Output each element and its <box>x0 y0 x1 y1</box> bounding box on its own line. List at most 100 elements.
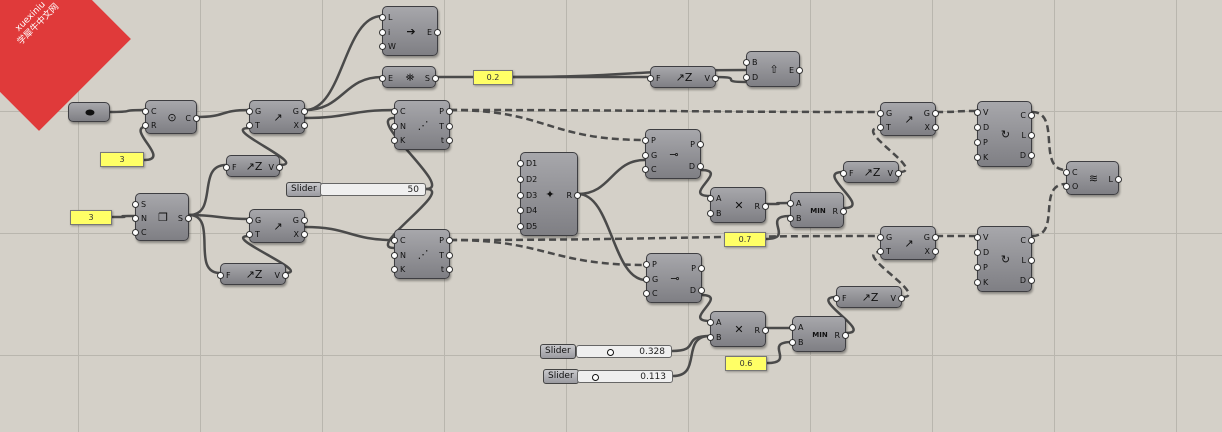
input-port-k[interactable]: K <box>973 153 989 162</box>
input-port-v[interactable]: V <box>973 233 989 242</box>
input-port-n[interactable]: N <box>391 121 406 131</box>
input-port-b[interactable]: B <box>707 333 722 342</box>
output-port-r[interactable]: R <box>834 330 848 340</box>
input-port-w[interactable]: W <box>379 42 396 52</box>
panel-1[interactable]: 3 <box>100 152 144 167</box>
output-port-c[interactable]: C <box>1020 235 1035 245</box>
input-port-c[interactable]: C <box>391 235 406 245</box>
slider-track[interactable]: 0.113 <box>577 370 673 383</box>
output-port-c[interactable]: C <box>185 113 200 123</box>
input-port-e[interactable]: E <box>378 73 394 83</box>
input-port-p[interactable]: P <box>643 259 657 269</box>
input-port-c[interactable]: C <box>642 165 657 175</box>
input-port-i[interactable]: i <box>377 27 391 37</box>
input-port-d[interactable]: D <box>973 248 990 257</box>
output-port-d[interactable]: D <box>688 161 705 171</box>
slider-0113[interactable]: Slider 0.113 <box>543 369 673 384</box>
input-port-s[interactable]: S <box>131 199 147 209</box>
input-port-f[interactable]: F <box>833 293 847 303</box>
input-port-f[interactable]: F <box>217 270 231 280</box>
input-port-b[interactable]: B <box>707 209 722 218</box>
slider-knob[interactable] <box>607 349 614 356</box>
input-port-c[interactable]: C <box>1063 167 1078 177</box>
input-port-b[interactable]: B <box>787 214 802 223</box>
output-port-t[interactable]: T <box>439 121 453 131</box>
input-port-g[interactable]: G <box>641 150 658 160</box>
panel-5[interactable]: 0.6 <box>725 356 767 371</box>
input-port-d[interactable]: D <box>973 123 990 132</box>
panel-4[interactable]: 0.7 <box>724 232 766 247</box>
output-port-p[interactable]: P <box>690 139 704 149</box>
input-port-f[interactable]: F <box>840 168 854 178</box>
input-port-t[interactable]: T <box>877 246 891 256</box>
input-port-f[interactable]: F <box>647 73 661 83</box>
input-port-d4[interactable]: D4 <box>516 206 538 216</box>
output-port-r[interactable]: R <box>832 206 846 216</box>
output-port-d[interactable]: D <box>1019 275 1036 285</box>
input-port-d1[interactable]: D1 <box>516 159 538 169</box>
input-port-g[interactable]: G <box>245 215 262 225</box>
input-port-k[interactable]: K <box>390 265 406 275</box>
input-port-n[interactable]: N <box>132 213 147 223</box>
output-port-r[interactable]: R <box>566 190 580 200</box>
panel-3[interactable]: 0.2 <box>473 70 513 85</box>
input-port-f[interactable]: F <box>223 162 237 172</box>
input-port-b[interactable]: B <box>789 338 804 347</box>
input-port-l[interactable]: L <box>377 12 393 22</box>
node-brep[interactable]: ⬬ <box>68 102 110 122</box>
slider-track[interactable]: 0.328 <box>576 345 672 358</box>
slider-50[interactable]: Slider 50 <box>286 182 426 197</box>
input-port-a[interactable]: A <box>788 323 804 332</box>
input-port-d2[interactable]: D2 <box>516 174 538 184</box>
panel-2[interactable]: 3 <box>70 210 112 225</box>
input-port-c[interactable]: C <box>391 106 406 116</box>
output-port-p[interactable]: P <box>439 235 453 245</box>
output-port-r[interactable]: R <box>754 325 768 335</box>
input-port-c[interactable]: C <box>142 106 157 116</box>
output-port-e[interactable]: E <box>426 27 442 37</box>
output-port-e[interactable]: E <box>788 65 804 75</box>
output-port-t[interactable]: t <box>440 136 454 146</box>
input-port-b[interactable]: B <box>743 58 758 67</box>
output-port-s[interactable]: S <box>424 73 440 83</box>
output-port-t[interactable]: t <box>440 265 454 275</box>
input-port-p[interactable]: P <box>974 138 988 147</box>
output-port-c[interactable]: C <box>1020 110 1035 120</box>
input-port-g[interactable]: G <box>876 108 893 118</box>
output-port-g[interactable]: G <box>923 108 940 118</box>
input-port-d3[interactable]: D3 <box>516 190 538 200</box>
slider-track[interactable]: 50 <box>320 183 426 196</box>
input-port-p[interactable]: P <box>642 135 656 145</box>
input-port-c[interactable]: C <box>132 227 147 237</box>
output-port-p[interactable]: P <box>691 263 705 273</box>
input-port-g[interactable]: G <box>245 106 262 116</box>
output-port-g[interactable]: G <box>292 106 309 116</box>
output-port-g[interactable]: G <box>292 215 309 225</box>
output-port-p[interactable]: P <box>439 106 453 116</box>
input-port-t[interactable]: T <box>246 120 260 130</box>
input-port-p[interactable]: P <box>974 263 988 272</box>
output-port-r[interactable]: R <box>754 201 768 211</box>
input-port-k[interactable]: K <box>973 278 989 287</box>
output-port-t[interactable]: T <box>439 250 453 260</box>
input-port-a[interactable]: A <box>786 199 802 208</box>
